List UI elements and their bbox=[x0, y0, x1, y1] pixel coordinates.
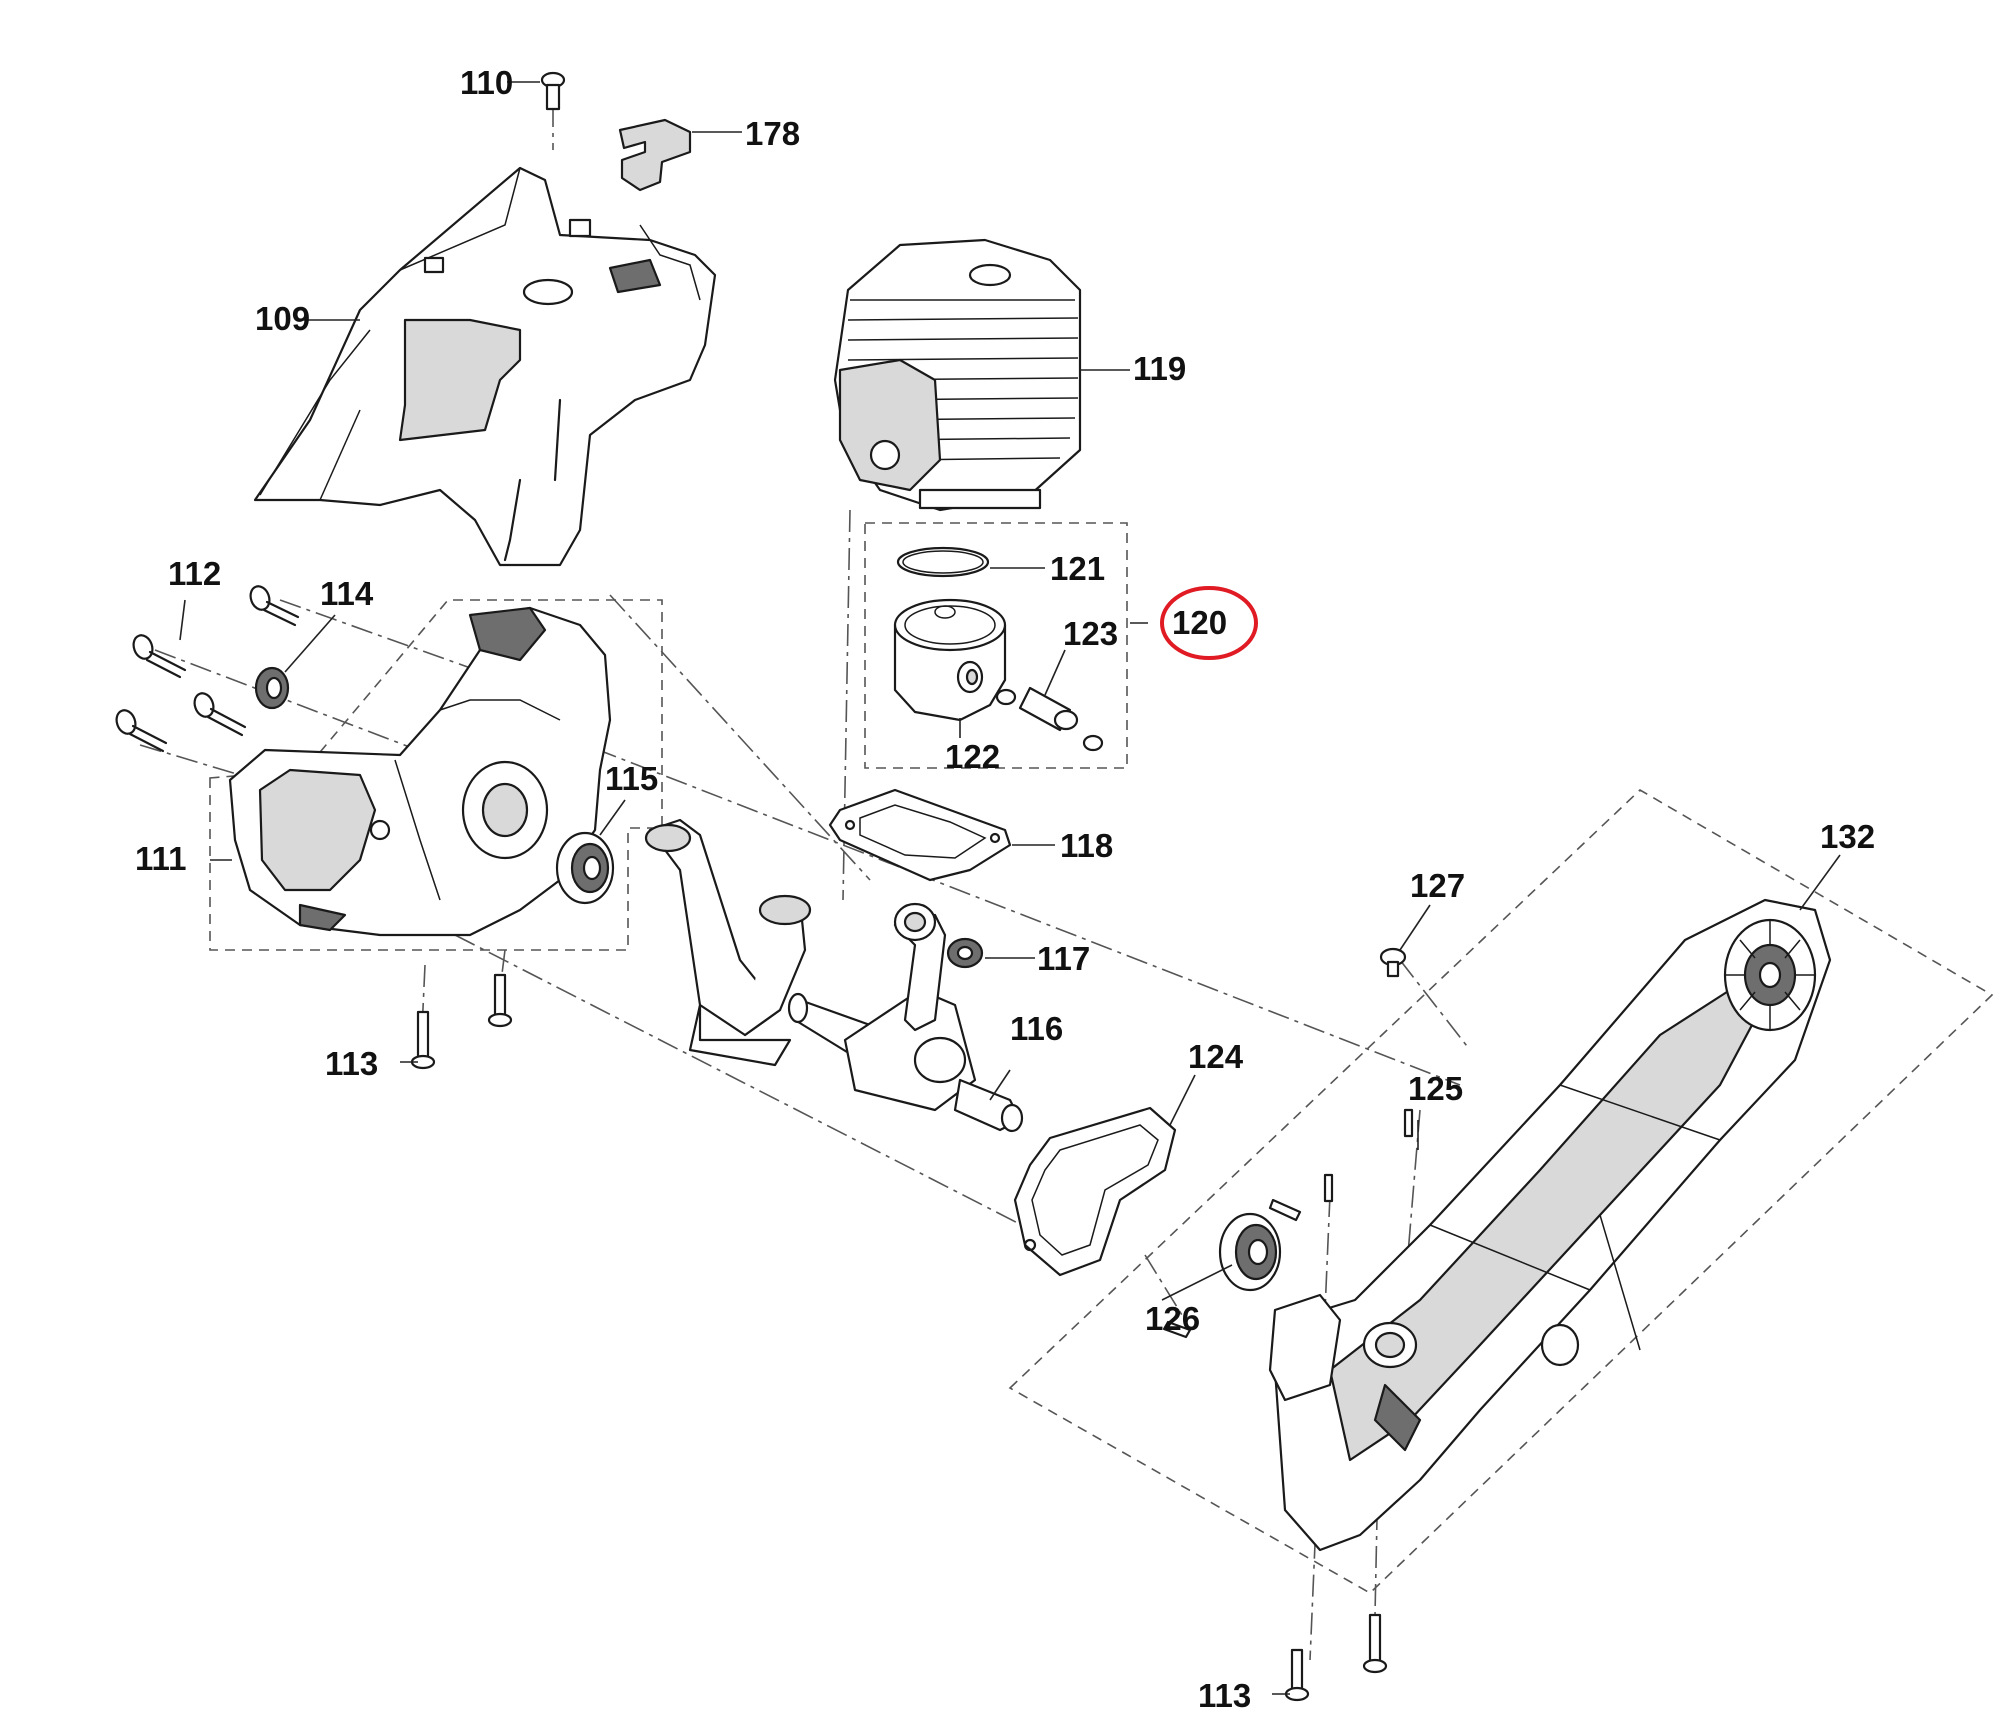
crankshaft-116 bbox=[787, 902, 1024, 1133]
piston-pin-123 bbox=[1018, 686, 1079, 732]
callout-125: 125 bbox=[1408, 1070, 1463, 1107]
screw-112c bbox=[193, 692, 247, 737]
circlips bbox=[995, 688, 1104, 752]
gasket-124 bbox=[1013, 1106, 1177, 1277]
screw-113-left-b bbox=[487, 973, 513, 1028]
callout-119: 119 bbox=[1133, 350, 1186, 387]
screw-110 bbox=[540, 71, 566, 111]
callout-117: 117 bbox=[1037, 940, 1090, 977]
bearing-115 bbox=[555, 831, 615, 905]
callout-113-right: 113 bbox=[1198, 1677, 1251, 1714]
screw-113-right-b bbox=[1362, 1613, 1388, 1674]
screw-112d bbox=[115, 709, 168, 753]
top-cover-109 bbox=[253, 166, 717, 567]
needle-bearing-117 bbox=[946, 937, 984, 969]
callout-123: 123 bbox=[1063, 615, 1118, 652]
piston-122 bbox=[893, 598, 1007, 722]
callout-124: 124 bbox=[1188, 1038, 1244, 1075]
highlight-circle-120 bbox=[1160, 586, 1258, 660]
callout-127: 127 bbox=[1410, 867, 1465, 904]
screw-127 bbox=[1379, 947, 1407, 978]
callout-120: 120 bbox=[1172, 604, 1227, 641]
callout-113-left: 113 bbox=[325, 1045, 378, 1082]
piston-kit-group-box bbox=[864, 522, 1128, 769]
callout-110: 110 bbox=[460, 64, 513, 101]
clip-178 bbox=[618, 118, 692, 192]
leader-lines bbox=[179, 81, 1841, 1695]
callout-116: 116 bbox=[1010, 1010, 1063, 1047]
screw-113-right-a bbox=[1284, 1648, 1310, 1702]
callout-114: 114 bbox=[320, 575, 374, 612]
callout-111: 111 bbox=[135, 840, 186, 877]
callout-122: 122 bbox=[945, 738, 1000, 775]
screw-112a bbox=[132, 634, 187, 679]
intake-boots bbox=[644, 818, 812, 1067]
callout-121: 121 bbox=[1050, 550, 1105, 587]
screw-113-left-a bbox=[410, 1010, 436, 1070]
crankcase-111 bbox=[228, 606, 612, 937]
callout-112: 112 bbox=[168, 555, 221, 592]
side-housing-132 bbox=[1268, 898, 1832, 1552]
callout-115: 115 bbox=[605, 760, 658, 797]
callout-118: 118 bbox=[1060, 827, 1113, 864]
piston-ring-121 bbox=[896, 546, 990, 578]
crankcase-group-box bbox=[209, 599, 663, 951]
cylinder-119 bbox=[833, 238, 1082, 512]
dowel-pins bbox=[1162, 1108, 1414, 1339]
screw-112b bbox=[249, 585, 300, 627]
callouts: 110 178 109 119 121 120 123 122 118 117 … bbox=[135, 64, 1875, 1714]
callout-109: 109 bbox=[255, 300, 310, 337]
starter-housing-group-box bbox=[1008, 789, 1994, 1594]
callout-132: 132 bbox=[1820, 818, 1875, 855]
bearing-126 bbox=[1218, 1212, 1282, 1292]
callout-178: 178 bbox=[745, 115, 800, 152]
assembly-boundaries bbox=[209, 522, 1994, 1594]
base-gasket-118 bbox=[828, 788, 1012, 882]
callout-126: 126 bbox=[1145, 1300, 1200, 1337]
seal-114 bbox=[254, 666, 290, 710]
